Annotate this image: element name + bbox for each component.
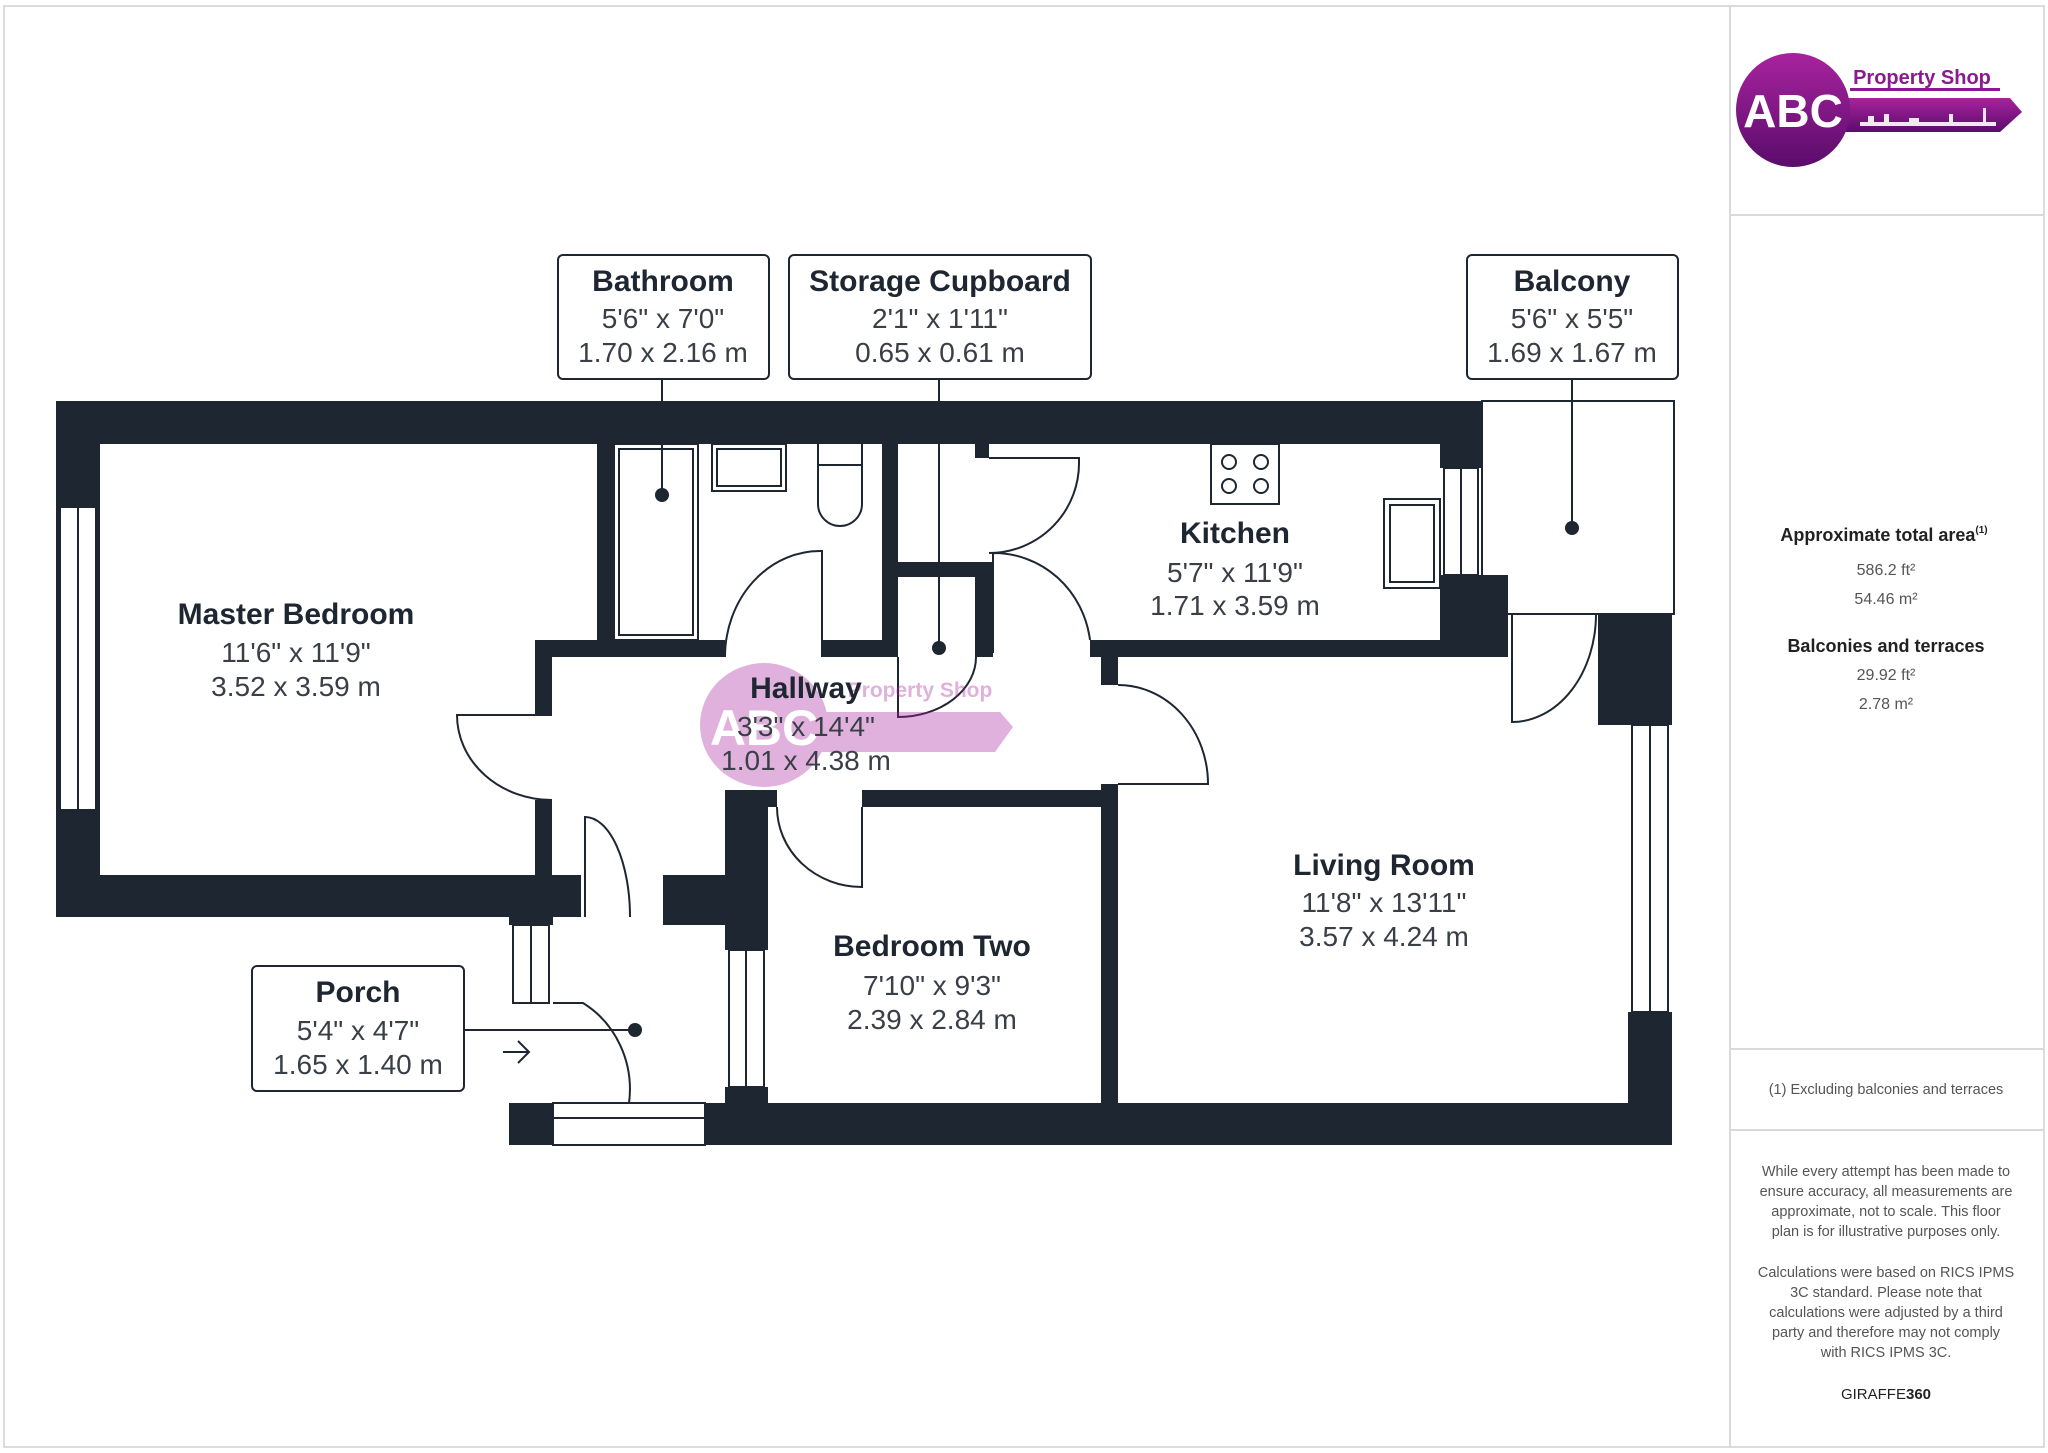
svg-text:Property Shop: Property Shop	[848, 679, 993, 702]
svg-text:3C standard. Please note that: 3C standard. Please note that	[1790, 1285, 1982, 1301]
leaders	[464, 379, 1579, 1064]
svg-text:party and therefore may not co: party and therefore may not comply	[1772, 1325, 2001, 1341]
svg-text:1.71 x 3.59 m: 1.71 x 3.59 m	[1150, 590, 1320, 621]
label-balcony: Balcony 5'6" x 5'5" 1.69 x 1.67 m	[1466, 254, 1679, 380]
svg-text:2'1" x 1'11": 2'1" x 1'11"	[872, 303, 1008, 334]
svg-text:0.65 x 0.61 m: 0.65 x 0.61 m	[855, 337, 1025, 368]
svg-text:calculations were adjusted by: calculations were adjusted by a third	[1769, 1305, 2003, 1321]
svg-text:ABC: ABC	[710, 700, 818, 756]
windows	[59, 400, 1675, 1146]
doors	[455, 457, 1597, 1104]
disclaimer: While every attempt has been made to ens…	[1758, 1164, 2014, 1361]
svg-text:While every attempt has been m: While every attempt has been made to	[1762, 1164, 2010, 1180]
label-bathroom: Bathroom 5'6" x 7'0" 1.70 x 2.16 m	[557, 254, 770, 380]
balconies-ft: 29.92 ft²	[1857, 667, 1916, 684]
label-bedroom-two: Bedroom Two 7'10" x 9'3" 2.39 x 2.84 m	[833, 930, 1031, 1035]
fixtures	[613, 443, 1441, 641]
label-storage-cupboard: Storage Cupboard 2'1" x 1'11" 0.65 x 0.6…	[788, 254, 1092, 380]
svg-text:3.57 x 4.24 m: 3.57 x 4.24 m	[1299, 921, 1469, 952]
svg-text:Living Room: Living Room	[1293, 849, 1475, 882]
svg-text:Bedroom Two: Bedroom Two	[833, 930, 1031, 963]
label-porch: Porch 5'4" x 4'7" 1.65 x 1.40 m	[251, 965, 465, 1092]
svg-text:with RICS IPMS 3C.: with RICS IPMS 3C.	[1820, 1345, 1952, 1361]
svg-text:Kitchen: Kitchen	[1180, 517, 1290, 550]
total-area-ft: 586.2 ft²	[1857, 562, 1916, 579]
brand-logo: ABC Property Shop	[1736, 53, 2022, 167]
label-hallway: Hallway 3'3" x 14'4" 1.01 x 4.38 m	[721, 672, 891, 776]
logo-tagline: Property Shop	[1853, 67, 1991, 89]
svg-text:5'4" x 4'7": 5'4" x 4'7"	[297, 1015, 419, 1046]
svg-text:Bathroom: Bathroom	[592, 265, 734, 298]
walls	[56, 401, 1672, 1145]
svg-text:1.69 x 1.67 m: 1.69 x 1.67 m	[1487, 337, 1657, 368]
svg-text:Hallway: Hallway	[750, 672, 862, 705]
svg-text:Balcony: Balcony	[1514, 265, 1631, 298]
svg-text:5'7" x 11'9": 5'7" x 11'9"	[1167, 557, 1303, 588]
watermark-logo: ABC Property Shop	[700, 663, 1013, 787]
svg-text:1.01 x 4.38 m: 1.01 x 4.38 m	[721, 745, 891, 776]
svg-text:2.39 x 2.84 m: 2.39 x 2.84 m	[847, 1004, 1017, 1035]
svg-text:Master Bedroom: Master Bedroom	[178, 598, 415, 631]
svg-text:1.65 x 1.40 m: 1.65 x 1.40 m	[273, 1049, 443, 1080]
label-living-room: Living Room 11'8" x 13'11" 3.57 x 4.24 m	[1293, 849, 1475, 952]
credit-logo: GIRAFFE360	[1841, 1386, 1931, 1403]
label-kitchen: Kitchen 5'7" x 11'9" 1.71 x 3.59 m	[1150, 517, 1320, 621]
svg-text:1.70 x 2.16 m: 1.70 x 2.16 m	[578, 337, 748, 368]
footnote: (1) Excluding balconies and terraces	[1769, 1082, 2004, 1098]
svg-text:plan is for illustrative purpo: plan is for illustrative purposes only.	[1772, 1224, 2001, 1240]
svg-text:ensure accuracy, all measureme: ensure accuracy, all measurements are	[1760, 1184, 2013, 1200]
balconies-m: 2.78 m²	[1859, 696, 1914, 713]
svg-text:3.52 x 3.59 m: 3.52 x 3.59 m	[211, 671, 381, 702]
svg-text:5'6" x 5'5": 5'6" x 5'5"	[1511, 303, 1633, 334]
page-border	[3, 5, 2045, 1448]
svg-text:Storage Cupboard: Storage Cupboard	[809, 265, 1071, 298]
svg-text:approximate, not to scale. Thi: approximate, not to scale. This floor	[1771, 1204, 2001, 1220]
total-area-title: Approximate total area(1)	[1780, 525, 1987, 545]
svg-text:Calculations were based on RIC: Calculations were based on RICS IPMS	[1758, 1265, 2014, 1281]
label-master-bedroom: Master Bedroom 11'6" x 11'9" 3.52 x 3.59…	[178, 598, 415, 702]
svg-text:7'10" x 9'3": 7'10" x 9'3"	[863, 970, 1001, 1001]
balconies-title: Balconies and terraces	[1787, 636, 1984, 656]
svg-text:11'6" x 11'9": 11'6" x 11'9"	[221, 637, 370, 668]
svg-text:5'6" x 7'0": 5'6" x 7'0"	[602, 303, 724, 334]
svg-text:3'3" x 14'4": 3'3" x 14'4"	[737, 711, 875, 742]
total-area-m: 54.46 m²	[1854, 591, 1918, 608]
logo-letters: ABC	[1743, 85, 1843, 137]
svg-text:Porch: Porch	[315, 976, 400, 1009]
svg-text:11'8" x 13'11": 11'8" x 13'11"	[1302, 887, 1467, 918]
